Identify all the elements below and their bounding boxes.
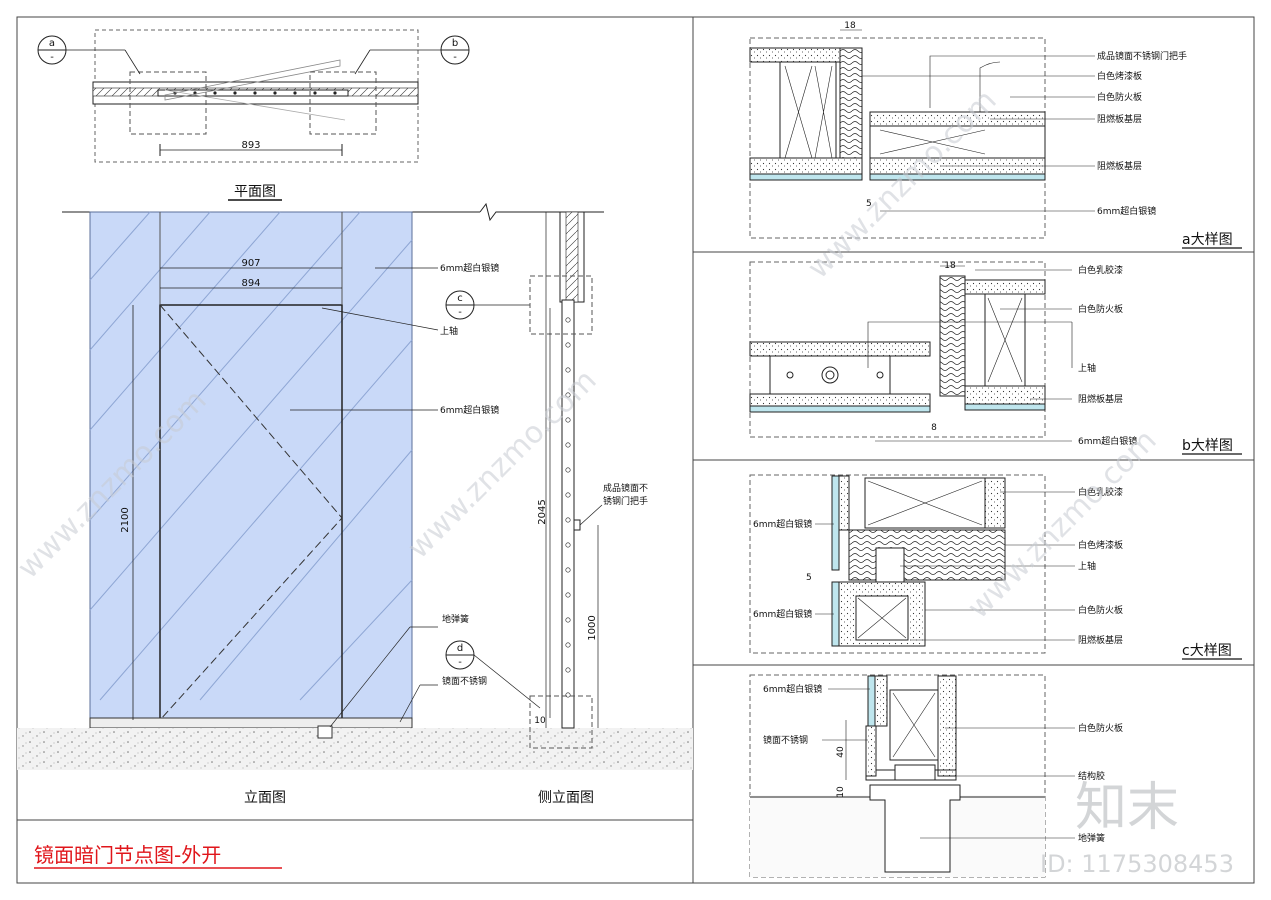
a-label-3: 阻燃板基层 bbox=[1097, 113, 1142, 125]
elevation-view: 907 894 2100 6mm超白银镜 上轴 6mm超白银镜 地弹簧 镜面不锈… bbox=[17, 202, 693, 806]
label-handle-line1: 成品镜面不 bbox=[603, 482, 648, 494]
side-elevation-caption: 侧立面图 bbox=[538, 790, 594, 806]
d-label-left-1: 镜面不锈钢 bbox=[763, 734, 808, 746]
svg-text:-: - bbox=[458, 307, 462, 318]
dim-10-40: 10 bbox=[534, 716, 546, 726]
detail-a-caption: a大样图 bbox=[1182, 232, 1233, 248]
d-label-partial: 结构胶 bbox=[1078, 770, 1105, 782]
plan-dim: 893 bbox=[241, 140, 260, 151]
watermark-id: ID: 1175308453 bbox=[1040, 850, 1234, 878]
d-label-left-0: 6mm超白银镜 bbox=[763, 683, 822, 695]
c-dim-5: 5 bbox=[806, 573, 812, 583]
a-label-4: 阻燃板基层 bbox=[1097, 160, 1142, 172]
detail-b-caption: b大样图 bbox=[1182, 438, 1233, 454]
b-dim-18: 18 bbox=[944, 261, 956, 271]
c-label-right-3: 白色防火板 bbox=[1078, 604, 1123, 616]
side-hinge-dots bbox=[565, 317, 571, 698]
c-label-left-0: 6mm超白银镜 bbox=[753, 518, 812, 530]
d-dim-10: 10 bbox=[836, 786, 846, 798]
callout-a: a bbox=[49, 38, 55, 49]
svg-text:-: - bbox=[453, 52, 457, 63]
b-dim-8: 8 bbox=[931, 423, 937, 433]
callout-d: d bbox=[457, 643, 463, 654]
detail-d: 40 10 6mm超白银镜 镜面不锈钢 白色防火板 结构胶 地弹簧 bbox=[749, 674, 1123, 878]
dim-1000: 1000 bbox=[587, 615, 598, 640]
d-dim-40: 40 bbox=[836, 746, 846, 758]
a-dim-5: 5 bbox=[866, 199, 872, 209]
callout-b: b bbox=[452, 38, 458, 49]
label-mirror-mid: 6mm超白银镜 bbox=[440, 404, 499, 416]
plan-caption: 平面图 bbox=[234, 184, 276, 200]
a-label-0: 成品镜面不锈钢门把手 bbox=[1097, 50, 1187, 62]
a-label-5: 6mm超白银镜 bbox=[1097, 205, 1156, 217]
plan-hinge-dots bbox=[173, 91, 337, 95]
c-label-right-1: 白色烤漆板 bbox=[1078, 539, 1123, 551]
dim-2045: 2045 bbox=[537, 499, 548, 524]
c-label-left-1: 6mm超白银镜 bbox=[753, 608, 812, 620]
c-label-right-2: 上轴 bbox=[1078, 560, 1096, 572]
b-label-3: 阻燃板基层 bbox=[1078, 393, 1123, 405]
c-label-right-4: 阻燃板基层 bbox=[1078, 634, 1123, 646]
mirror-reflection-lines bbox=[89, 211, 413, 701]
c-label-right-0: 白色乳胶漆 bbox=[1078, 486, 1123, 498]
b-label-4: 6mm超白银镜 bbox=[1078, 435, 1137, 447]
sheet-title: 镜面暗门节点图-外开 bbox=[34, 843, 221, 867]
d-label-right-0: 白色防火板 bbox=[1078, 722, 1123, 734]
dim-907: 907 bbox=[241, 258, 260, 269]
label-handle-line2: 锈钢门把手 bbox=[603, 495, 648, 507]
a-label-2: 白色防火板 bbox=[1097, 91, 1142, 103]
detail-c-caption: c大样图 bbox=[1182, 643, 1232, 659]
svg-text:-: - bbox=[458, 657, 462, 668]
elevation-caption: 立面图 bbox=[244, 790, 286, 806]
label-floor-spring: 地弹簧 bbox=[442, 613, 469, 625]
d-label-right-1: 地弹簧 bbox=[1078, 832, 1105, 844]
callout-c: c bbox=[457, 293, 463, 304]
label-top-pivot: 上轴 bbox=[440, 325, 458, 337]
plan-view: 893 a - b - 平面图 bbox=[37, 29, 470, 201]
a-label-1: 白色烤漆板 bbox=[1097, 70, 1142, 82]
label-mirror-top: 6mm超白银镜 bbox=[440, 262, 499, 274]
dim-2100: 2100 bbox=[120, 507, 131, 532]
svg-text:-: - bbox=[50, 52, 54, 63]
side-elevation-view: 2045 1000 10 成品镜面不 锈钢门把手 侧立面图 bbox=[529, 211, 648, 806]
dim-894: 894 bbox=[241, 278, 260, 289]
b-label-2: 上轴 bbox=[1078, 362, 1096, 374]
b-label-0: 白色乳胶漆 bbox=[1078, 264, 1123, 276]
b-label-1: 白色防火板 bbox=[1078, 303, 1123, 315]
detail-c: 5 白色乳胶漆 白色烤漆板 上轴 白色防火板 阻燃板基层 6mm超白银镜 6mm… bbox=[749, 474, 1242, 660]
detail-a: 18 5 成品镜面不锈钢门把手 白色烤漆板 白色防火板 阻燃板基层 阻燃板基层 … bbox=[749, 21, 1242, 249]
watermark-brand: 知末 bbox=[1075, 778, 1179, 838]
label-stainless: 镜面不锈钢 bbox=[442, 675, 487, 687]
a-dim-18: 18 bbox=[844, 21, 856, 31]
detail-b: 18 8 白色乳胶漆 白色防火板 上轴 阻燃板基层 6mm超白银镜 b大样图 bbox=[749, 261, 1242, 455]
